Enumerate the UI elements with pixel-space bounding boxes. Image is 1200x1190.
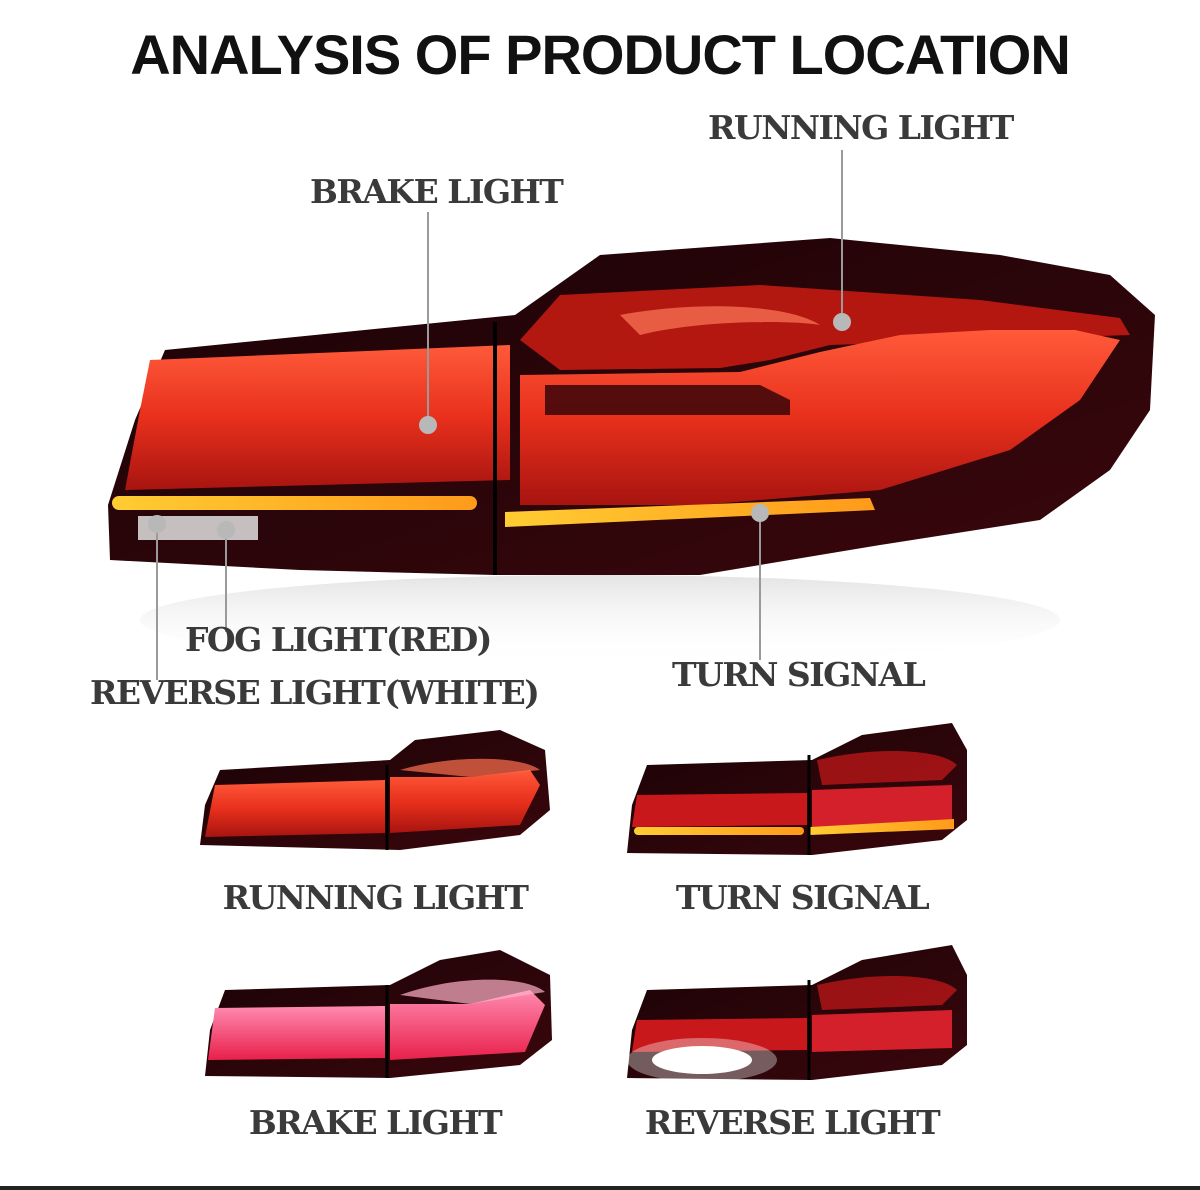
callout-reverse-light: REVERSE LIGHT(WHITE) xyxy=(90,673,540,712)
callout-turn-signal: TURN SIGNAL xyxy=(672,655,926,694)
callout-fog-light: FOG LIGHT(RED) xyxy=(185,620,492,659)
variant-caption-brake-light: BRAKE LIGHT xyxy=(248,1103,503,1142)
variant-brake-light-image xyxy=(205,950,552,1078)
inner-lamp-red xyxy=(125,345,510,490)
page-title: ANALYSIS OF PRODUCT LOCATION xyxy=(130,23,1071,86)
brake-light-marker xyxy=(419,416,437,434)
running-light-bar xyxy=(545,385,790,415)
callout-running-light: RUNNING LIGHT xyxy=(708,108,1014,147)
running-light-marker xyxy=(833,313,851,331)
callout-markers xyxy=(148,313,851,539)
variant-caption-turn-signal: TURN SIGNAL xyxy=(675,878,930,917)
variant-reverse-light-image xyxy=(627,945,967,1082)
reverse-light-marker xyxy=(148,515,166,533)
fog-light-marker xyxy=(217,521,235,539)
outer-turn-strip xyxy=(505,498,875,527)
turn-signal-marker xyxy=(751,504,769,522)
inner-turn-strip xyxy=(112,496,477,510)
variant-caption-reverse-light: REVERSE LIGHT xyxy=(644,1103,941,1142)
outer-lamp-red xyxy=(520,330,1120,505)
bottom-rule xyxy=(0,1186,1200,1190)
variant-caption-running-light: RUNNING LIGHT xyxy=(222,878,529,917)
floor-reflection xyxy=(140,575,1060,665)
callout-brake-light: BRAKE LIGHT xyxy=(310,172,564,211)
outer-lamp-top xyxy=(520,285,1130,370)
variant-running-light-image xyxy=(200,730,550,850)
main-tail-light xyxy=(108,238,1155,665)
callout-leaders xyxy=(156,150,843,680)
variant-turn-signal-image xyxy=(627,723,967,855)
